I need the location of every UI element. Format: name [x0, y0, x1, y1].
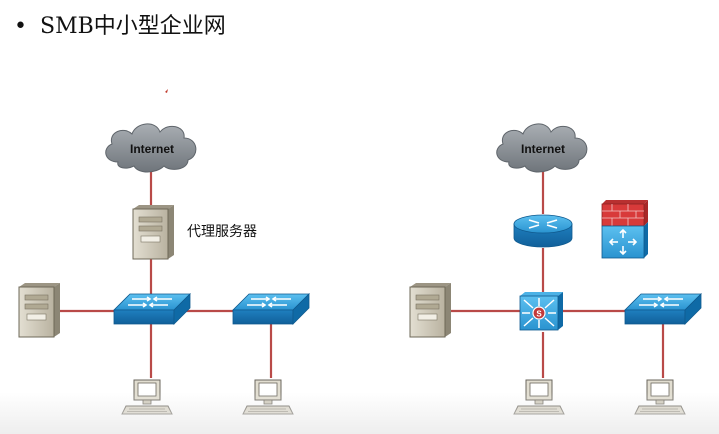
- cloud-icon: Internet: [496, 123, 588, 173]
- switch-icon: [113, 293, 191, 325]
- switch-icon: [232, 293, 310, 325]
- bullet: •: [14, 14, 27, 39]
- proxy-server-label: 代理服务器: [187, 224, 257, 240]
- title-text: SMB中小型企业网: [40, 14, 226, 39]
- left-links: [56, 168, 273, 378]
- firewall-icon: [601, 200, 648, 259]
- layer3-switch-icon: S: [519, 292, 563, 331]
- svg-text:S: S: [536, 310, 542, 319]
- pc-icon: [513, 379, 565, 415]
- right-links: [446, 168, 665, 378]
- switch-icon: [624, 293, 702, 325]
- server-icon: [18, 282, 61, 338]
- cloud-label: Internet: [130, 142, 174, 156]
- left-diagram: Internet: [18, 123, 310, 415]
- slide-title: • SMB中小型企业网: [14, 8, 226, 40]
- stray-mark: [165, 89, 168, 93]
- router-icon: [513, 214, 573, 248]
- pc-icon: [121, 379, 173, 415]
- cloud-label: Internet: [521, 142, 565, 156]
- right-diagram: Internet: [409, 123, 702, 415]
- cloud-icon: Internet: [105, 123, 197, 173]
- pc-icon: [242, 379, 294, 415]
- server-icon: [409, 282, 452, 338]
- proxy-server-icon: [132, 204, 175, 260]
- pc-icon: [634, 379, 686, 415]
